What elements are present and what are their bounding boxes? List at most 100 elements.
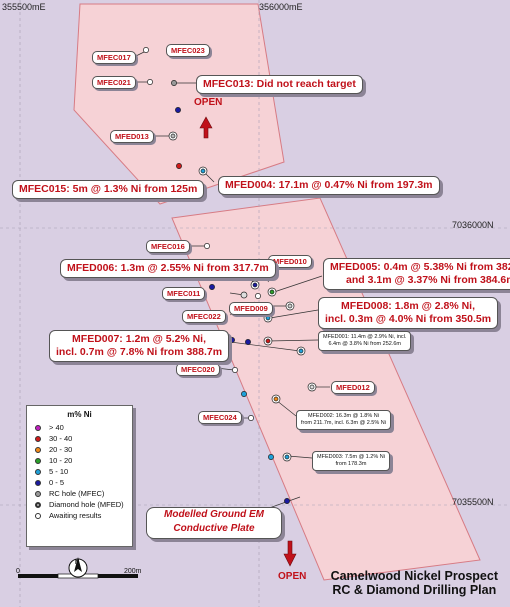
hole-north-1	[175, 107, 181, 113]
callout-mfed002-line1: MFED002: 16.3m @ 1.8% Ni	[307, 413, 379, 419]
label-mfec022: MFEC022	[182, 310, 226, 323]
hole-mfec011-b	[255, 293, 261, 299]
label-mfec011: MFEC011	[162, 287, 206, 300]
legend-item: 10 - 20	[27, 455, 132, 466]
open-label-top: OPEN	[194, 97, 223, 108]
legend-item: 30 - 40	[27, 433, 132, 444]
hole-mfed008-inner	[265, 315, 271, 321]
callout-mfed006: MFED006: 1.3m @ 2.55% Ni from 317.7m	[60, 259, 276, 279]
hole-mfed006-inner	[252, 282, 258, 288]
label-mfed013: MFED013	[110, 130, 154, 143]
open-label-bottom: OPEN	[278, 571, 307, 582]
hole-mid-3	[245, 339, 251, 345]
callout-mfed001-line2: 6.4m @ 3.8% Ni from 252.6m	[328, 340, 401, 347]
label-mfec020: MFEC020	[176, 363, 220, 376]
hole-mfec024	[248, 415, 254, 421]
label-mfec017: MFEC017	[92, 51, 136, 64]
hole-mfec011	[240, 291, 248, 299]
coord-northing-bottom: 7035500N	[452, 497, 494, 507]
legend-swatch-icon	[35, 435, 41, 442]
legend-item: RC hole (MFEC)	[27, 488, 132, 499]
legend-item-label: 10 - 20	[49, 456, 73, 465]
callout-mfed008-line2: incl. 0.3m @ 4.0% Ni from 350.5m	[325, 313, 492, 326]
em-plate-label-line2: Conductive Plate	[173, 523, 255, 534]
callout-mfed007: MFED007: 1.2m @ 5.2% Ni, incl. 0.7m @ 7.…	[49, 330, 230, 363]
map-title-line1: Camelwood Nickel Prospect	[330, 569, 498, 583]
hole-mfed003-inner	[284, 454, 290, 460]
callout-mfed002: MFED002: 16.3m @ 1.8% Ni from 211.7m, in…	[296, 410, 391, 430]
label-mfed010: MFED010	[268, 255, 312, 268]
label-mfec023: MFEC023	[166, 44, 210, 57]
hole-mfec013	[171, 80, 177, 86]
callout-mfed005: MFED005: 0.4m @ 5.38% Ni from 382.0m and…	[323, 258, 510, 291]
hole-mfed013-inner	[170, 133, 176, 139]
hole-mfed002-inner	[273, 396, 279, 402]
callout-mfed003-line1: MFED003: 7.5m @ 1.2% Ni	[317, 454, 385, 460]
hole-mfed004-inner	[200, 168, 206, 174]
label-mfec021: MFEC021	[92, 76, 136, 89]
hole-mfec016	[204, 243, 210, 249]
callout-mfed007-line1: MFED007: 1.2m @ 5.2% Ni,	[72, 333, 206, 345]
legend-item: Awaiting results	[27, 510, 132, 521]
legend-item-label: Diamond hole (MFED)	[49, 500, 124, 509]
coord-easting-center: 356000mE	[259, 2, 303, 12]
coord-easting-left: 355500mE	[2, 2, 46, 12]
callout-mfed003: MFED003: 7.5m @ 1.2% Ni from 178.3m	[312, 451, 390, 471]
drill-holes	[143, 47, 317, 504]
legend-item-label: > 40	[49, 423, 64, 432]
scale-label-200m: 200m	[124, 568, 142, 575]
callout-mfed001: MFED001: 11.4m @ 2.9% Ni, incl. 6.4m @ 3…	[318, 331, 412, 351]
callout-mfed005-line1: MFED005: 0.4m @ 5.38% Ni from 382.0m	[330, 261, 510, 273]
legend-item: Diamond hole (MFED)	[27, 499, 132, 510]
open-arrow-up	[199, 116, 213, 139]
hole-mfec020	[232, 367, 238, 373]
hole-mfec023	[143, 47, 149, 53]
legend-item: 5 - 10	[27, 466, 132, 477]
em-plate-north	[73, 3, 285, 205]
hole-south-2	[284, 498, 290, 504]
hole-mfed001-inner	[265, 338, 271, 344]
legend-swatch-icon	[35, 457, 41, 464]
hole-north-2	[176, 163, 182, 169]
legend-item-label: 5 - 10	[49, 467, 69, 476]
legend-item-label: RC hole (MFEC)	[49, 489, 105, 498]
map-title: Camelwood Nickel Prospect RC & Diamond D…	[331, 569, 498, 597]
legend-swatch-icon	[35, 512, 41, 519]
hole-mid-4	[241, 391, 247, 397]
callout-mfed005-line2: and 3.1m @ 3.37% Ni from 384.6m	[346, 274, 510, 287]
callout-mfec013: MFEC013: Did not reach target	[196, 75, 363, 95]
hole-mfed005-inner	[269, 289, 275, 295]
legend-swatch-icon	[35, 490, 41, 497]
open-arrow-down	[283, 540, 297, 567]
legend-swatch-icon	[35, 479, 41, 486]
map-title-line2: RC & Diamond Drilling Plan	[332, 583, 497, 597]
legend-item-label: 20 - 30	[49, 445, 73, 454]
hole-mfec021	[147, 79, 153, 85]
scale-label-zero: 0	[16, 568, 20, 575]
callout-mfed008-line1: MFED008: 1.8m @ 2.8% Ni,	[341, 300, 475, 312]
hole-mfed007-inner	[298, 348, 304, 354]
legend-title: m% Ni	[67, 410, 92, 419]
callout-mfed007-line2: incl. 0.7m @ 7.8% Ni from 388.7m	[56, 346, 223, 359]
hole-mid-2	[229, 337, 235, 343]
legend-item-label: Awaiting results	[49, 511, 102, 520]
legend-swatch-icon	[35, 424, 41, 431]
callout-mfed002-line2: from 211.7m, incl. 6.3m @ 2.5% Ni	[301, 419, 386, 426]
label-mfec024: MFEC024	[198, 411, 242, 424]
em-plate-label: Modelled Ground EM Conductive Plate	[146, 507, 282, 539]
callout-mfed001-line1: MFED001: 11.4m @ 2.9% Ni, incl.	[323, 334, 407, 340]
label-mfed009: MFED009	[229, 302, 273, 315]
legend-item: > 40	[27, 422, 132, 433]
coord-northing-mid: 7036000N	[452, 220, 494, 230]
hole-south-1	[268, 454, 274, 460]
callout-mfed003-line2: from 178.3m	[335, 460, 367, 467]
hole-mfed009-inner	[287, 303, 293, 309]
scale-bar	[18, 557, 138, 579]
label-mfed012: MFED012	[331, 381, 375, 394]
legend-item-label: 30 - 40	[49, 434, 73, 443]
legend-swatch-icon	[35, 501, 41, 508]
legend-item: 20 - 30	[27, 444, 132, 455]
legend-swatch-icon	[35, 446, 41, 453]
